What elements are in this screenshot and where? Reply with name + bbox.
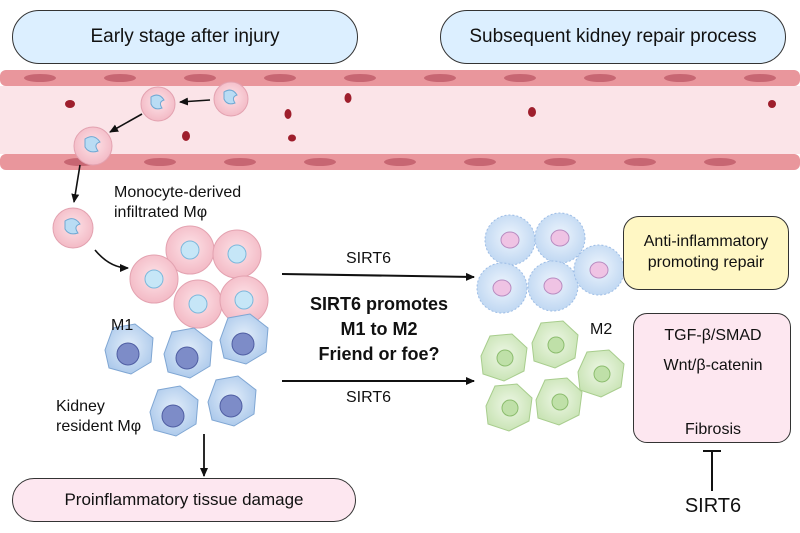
pathway-tgf: TGF-β/SMAD	[664, 327, 762, 344]
m2-green-cell	[485, 383, 533, 432]
vessel-monocytes	[52, 81, 249, 249]
center-statement: SIRT6 promotes M1 to M2 Friend or foe?	[309, 294, 449, 364]
proinflammatory-box: Proinflammatory tissue damage	[12, 478, 356, 522]
blood-vessel	[0, 70, 800, 170]
m1-cell	[129, 254, 179, 304]
m2-green-cell	[531, 320, 579, 369]
sirt6-inhibition	[703, 450, 721, 491]
repair-process-label: Subsequent kidney repair process	[469, 26, 757, 47]
resident-macrophage	[219, 313, 269, 365]
monocyte-cell	[52, 207, 94, 249]
m2-blue-cell	[527, 260, 579, 312]
sirt6-top-label: SIRT6	[346, 250, 392, 267]
early-stage-label: Early stage after injury	[90, 26, 280, 47]
resident-macrophage	[149, 385, 199, 437]
fibrosis-label: Fibrosis	[684, 421, 741, 438]
m1-cell	[219, 275, 269, 325]
repair-process-header: Subsequent kidney repair process	[440, 10, 786, 64]
red-blood-cells	[65, 93, 776, 142]
resident-macrophage	[207, 375, 257, 427]
m1-cell	[212, 229, 262, 279]
sirt6-inhibitor-label: SIRT6	[684, 495, 742, 517]
m2-blue-cell	[484, 214, 536, 266]
pathway-wnt: Wnt/β-catenin	[663, 357, 763, 374]
early-stage-header: Early stage after injury	[12, 10, 358, 64]
resident-macrophage	[163, 327, 213, 379]
m1-label: M1	[111, 317, 134, 334]
m2-label: M2	[590, 321, 613, 338]
monocyte-label: Monocyte-derived infiltrated Mφ	[114, 184, 242, 221]
monocyte-cell	[140, 86, 176, 122]
migration-arrows	[71, 97, 211, 272]
anti-inflammatory-box: Anti-inflammatory promoting repair	[623, 216, 789, 290]
monocyte-cell	[73, 126, 113, 166]
m2-green-cell	[480, 333, 528, 382]
m2-blue-cell-cluster	[476, 212, 625, 314]
m1-cell-cluster	[129, 225, 269, 329]
m2-blue-cell	[573, 244, 625, 296]
resident-macrophage-cluster	[104, 313, 269, 437]
m2-blue-cell	[534, 212, 586, 264]
kidney-resident-label: Kidney resident Mφ	[56, 398, 142, 435]
m2-blue-cell	[476, 262, 528, 314]
m2-green-cell-cluster	[480, 320, 625, 432]
fibrosis-box: TGF-β/SMAD Wnt/β-catenin Fibrosis	[633, 313, 791, 443]
monocyte-cell	[213, 81, 249, 117]
resident-macrophage	[104, 323, 154, 375]
m2-green-cell	[577, 349, 625, 398]
sirt6-arrow-top	[281, 272, 475, 281]
sirt6-bottom-label: SIRT6	[346, 389, 392, 406]
m2-green-cell	[535, 377, 583, 426]
m1-cell	[173, 279, 223, 329]
